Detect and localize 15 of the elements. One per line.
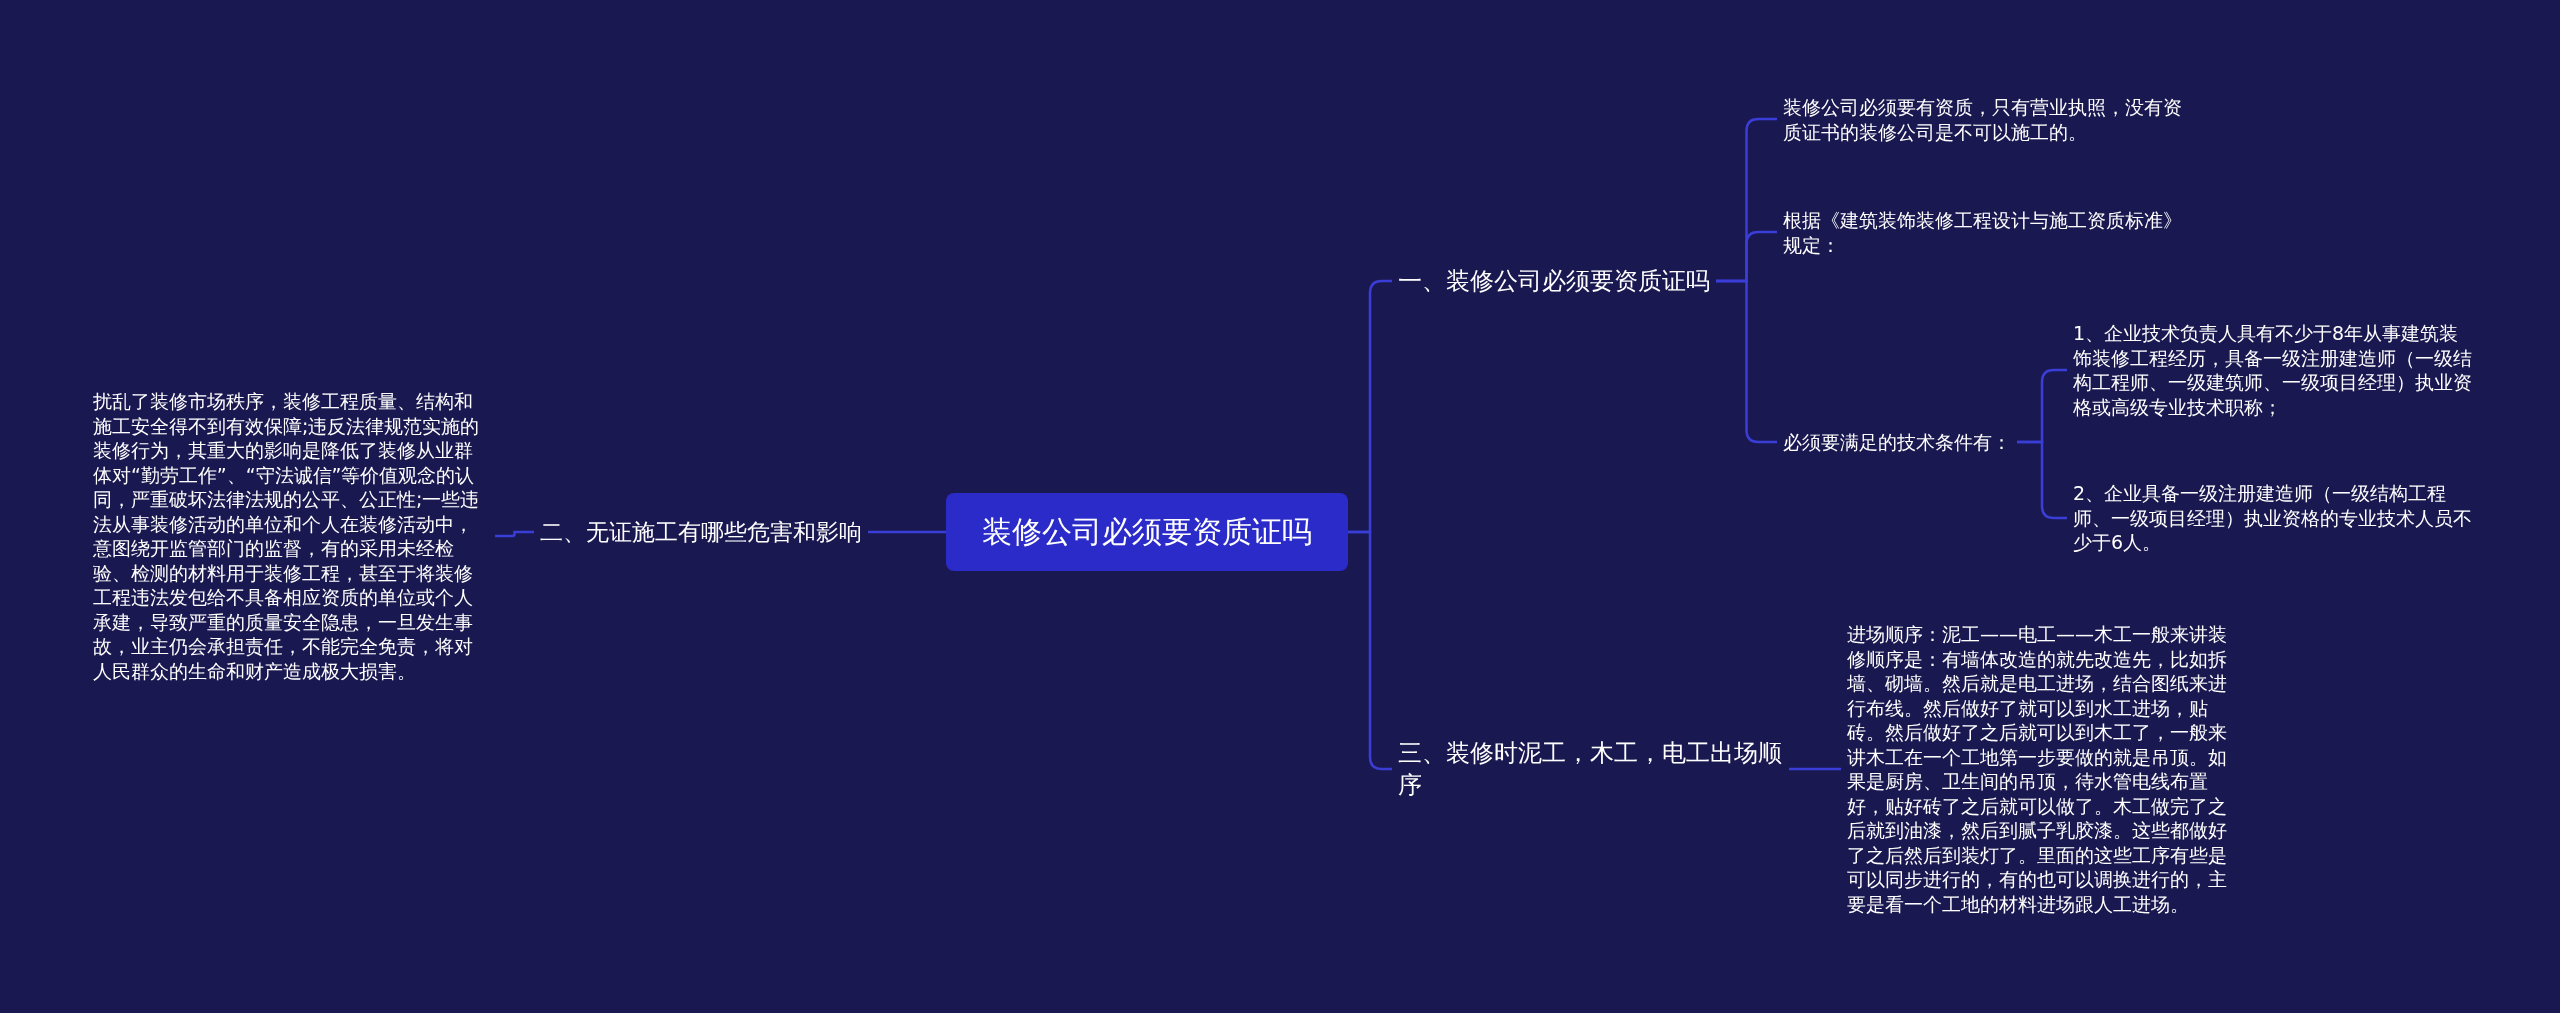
connector-line <box>495 530 534 538</box>
detail-text: 装修公司必须要有资质，只有营业执照，没有资质证书的装修公司是不可以施工的。 <box>1783 94 2183 144</box>
root-topic-box <box>946 493 1348 571</box>
branch-topic-text: 二、无证施工有哪些危害和影响 <box>540 518 862 547</box>
connector-line <box>1789 767 1841 771</box>
branch-topic-text: 一、装修公司必须要资质证吗 <box>1398 266 1710 297</box>
detail-text: 2、企业具备一级注册建造师（一级结构工程师、一级项目经理）执业资格的专业技术人员不少于6人。 <box>2073 481 2473 555</box>
detail-text: 根据《建筑装饰装修工程设计与施工资质标准》规定： <box>1783 207 2183 257</box>
connector-line <box>868 530 946 534</box>
branch-topic-text: 三、装修时泥工，木工，电工出场顺序 <box>1398 738 1783 801</box>
root-topic-text: 装修公司必须要资质证吗 <box>982 513 1312 551</box>
detail-text: 扰乱了装修市场秩序，装修工程质量、结构和施工安全得不到有效保障;违反法律规范实施的装修行为，其重大的影响是降低了装修从业群体对“勤劳工作”、“守法诚信”等价值观念的认同，严重破坏法律法规的公平、公正性;一些违法从事装修活动的单位和个人在装修活动中，意图绕开监管部门的监督，有的采用未经检验、检测的材料用于装修工程，甚至于将装修工程违法发包给不具备相应资质的单位或个人承建，导致严重的质量安全隐患，一旦发生事故，业主仍会承担责任，不能完全免责，将对人民群众的生命和财产造成极大损害。 <box>93 389 481 683</box>
detail-text: 进场顺序：泥工——电工——木工一般来讲装修顺序是：有墙体改造的就先改造先，比如拆墙、砌墙。然后就是电工进场，结合图纸来进行布线。然后做好了就可以到水工进场，贴砖。然后做好了之后就可以到木工了，一般来讲木工在一个工地第一步要做的就是吊顶。如果是厨房、卫生间的吊顶，待水管电线布置好，贴好砖了之后就可以做了。木工做完了之后就到油漆，然后到腻子乳胶漆。这些都做好了之后然后到装灯了。里面的这些工序有些是可以同步进行的，有的也可以调换进行的，主要是看一个工地的材料进场跟人工进场。 <box>1847 622 2228 916</box>
detail-text: 必须要满足的技术条件有： <box>1783 429 2011 455</box>
detail-text: 1、企业技术负责人具有不少于8年从事建筑装饰装修工程经历，具备一级注册建造师（一级结构工程师、一级建筑师、一级项目经理）执业资格或高级专业技术职称； <box>2073 321 2473 419</box>
